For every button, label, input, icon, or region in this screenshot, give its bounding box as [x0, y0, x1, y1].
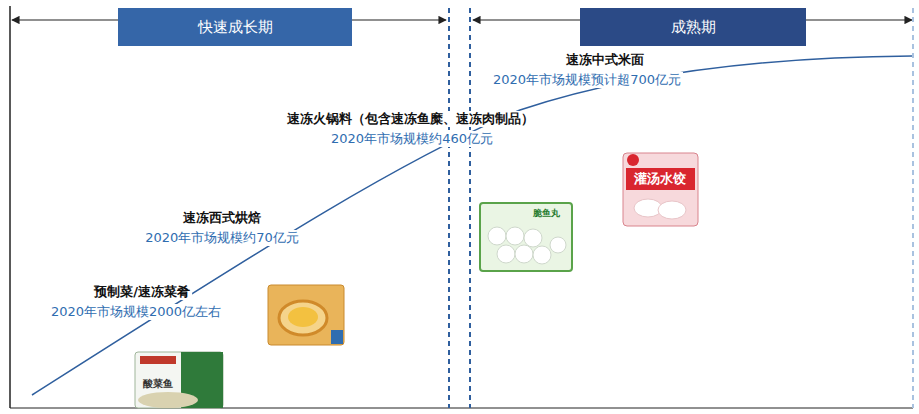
- market-size: 2020年市场规模约460亿元: [329, 131, 495, 147]
- dumpling-picture: [623, 153, 698, 226]
- period-band: 快速成长期: [118, 8, 352, 46]
- egg-tart-picture: [268, 285, 344, 345]
- package-text: 脆鱼丸: [533, 208, 560, 219]
- y-axis: [9, 6, 11, 408]
- period-band: 成熟期: [580, 8, 806, 46]
- fish-ball-picture: [480, 203, 572, 271]
- category-name: 速冻西式烘焙: [181, 210, 263, 226]
- category-name: 速冻中式米面: [564, 52, 646, 68]
- period-title: 快速成长期: [198, 18, 273, 37]
- market-size: 2020年市场规模预计超700亿元: [491, 72, 683, 88]
- divider-line: [469, 8, 471, 408]
- category-name: 预制菜/速冻菜肴: [92, 284, 192, 300]
- pickled-fish-picture: [135, 352, 223, 408]
- category-name: 速冻火锅料（包含速冻鱼糜、速冻肉制品）: [285, 111, 536, 127]
- growth-curve: [32, 56, 912, 395]
- market-size: 2020年市场规模约70亿元: [143, 230, 301, 246]
- package-text: 灌汤水饺: [634, 171, 686, 187]
- divider-line: [912, 8, 914, 408]
- package-text: 酸菜鱼: [143, 378, 173, 390]
- market-size: 2020年市场规模2000亿左右: [49, 304, 223, 320]
- divider-line: [448, 8, 450, 408]
- period-title: 成熟期: [671, 18, 716, 37]
